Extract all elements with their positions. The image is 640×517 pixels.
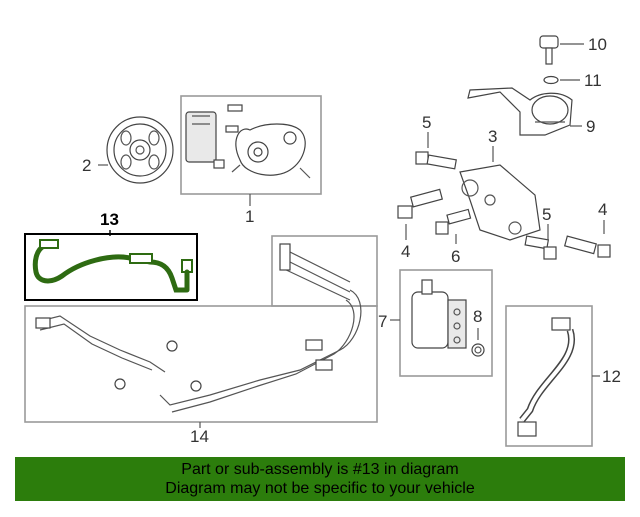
reservoir-bracket	[459, 164, 541, 241]
bolt-5-top	[415, 151, 457, 170]
return-hose	[517, 317, 576, 437]
callout-1: 1	[245, 207, 254, 226]
info-banner: Part or sub-assembly is #13 in diagram D…	[15, 457, 625, 501]
pressure-hose-assembly	[32, 239, 193, 293]
cooler-box	[399, 269, 493, 377]
banner-line-1: Part or sub-assembly is #13 in diagram	[181, 461, 459, 478]
callout-4-right: 4	[598, 200, 607, 219]
callout-5-top: 5	[422, 113, 431, 132]
callout-2: 2	[82, 156, 91, 175]
callout-6: 6	[451, 247, 460, 266]
line-assembly-box	[24, 305, 378, 423]
callout-4-left: 4	[401, 242, 410, 261]
power-steering-pump	[185, 104, 311, 179]
o-ring	[471, 343, 485, 357]
callout-14: 14	[190, 427, 209, 446]
bolt-5-right	[524, 235, 557, 260]
line-assembly-box-upper	[271, 235, 378, 307]
banner-line-2: Diagram may not be specific to your vehi…	[165, 480, 475, 497]
cooler-reservoir	[411, 279, 467, 349]
bolt-6	[435, 208, 472, 235]
reservoir-cap	[539, 35, 559, 65]
steering-lines	[35, 243, 362, 413]
callout-5-right: 5	[542, 205, 551, 224]
callout-12: 12	[602, 367, 621, 386]
callout-8: 8	[473, 307, 482, 326]
callout-10: 10	[588, 35, 607, 54]
cap-seal	[543, 75, 559, 85]
callout-13: 13	[100, 210, 119, 229]
reservoir	[467, 87, 573, 136]
pulley	[106, 116, 174, 184]
pressure-hose-box	[24, 233, 198, 301]
callout-7: 7	[378, 312, 387, 331]
pump-assembly-box	[180, 95, 322, 195]
callout-11: 11	[584, 71, 602, 90]
callout-3: 3	[488, 127, 497, 146]
callout-9: 9	[586, 117, 595, 136]
bolt-4-left	[397, 188, 444, 219]
bolt-4-right	[563, 235, 611, 258]
